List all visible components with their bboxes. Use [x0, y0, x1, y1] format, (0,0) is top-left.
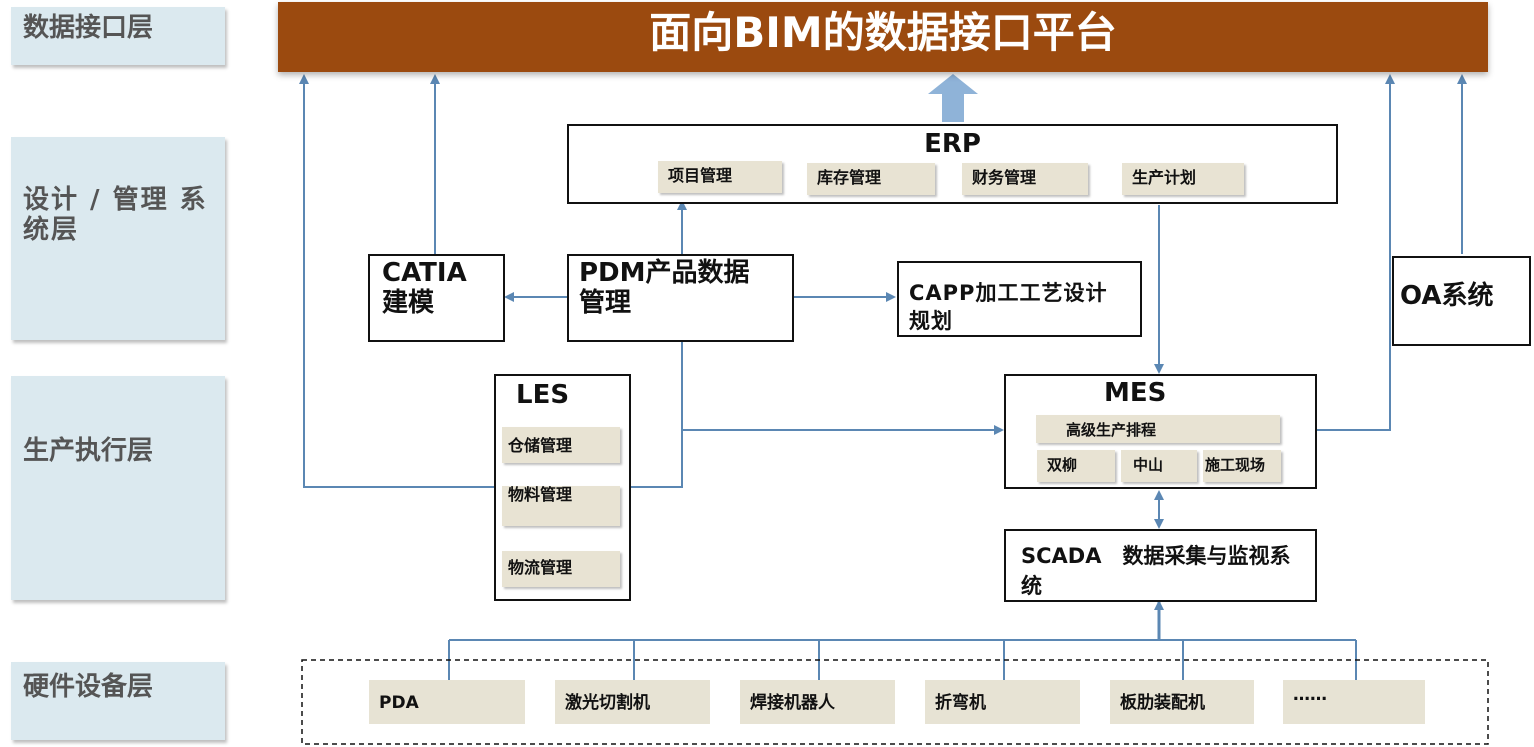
bim-platform-title: 面向BIM的数据接口平台 [649, 8, 1117, 57]
les-module-material: 物料管理 [502, 486, 620, 526]
mes-site-zhongshan: 中山 [1121, 450, 1197, 482]
layer-data-interface-label: 数据接口层 [23, 13, 154, 43]
layer-design-management: 设计 / 管理 系 统层 [11, 137, 225, 340]
oa-title: OA系统 [1400, 281, 1494, 311]
les-module-warehouse: 仓储管理 [502, 427, 620, 463]
les-title: LES [516, 380, 570, 410]
layer-design-management-label: 设计 / 管理 系 统层 [23, 185, 208, 245]
layer-hardware: 硬件设备层 [11, 662, 225, 740]
device-welding-robot: 焊接机器人 [740, 680, 895, 724]
hardware-container [301, 659, 1489, 745]
catia-box: CATIA 建模 [368, 254, 505, 342]
pdm-to-mes-line [681, 342, 1004, 435]
erp-module-finance: 财务管理 [962, 163, 1088, 195]
device-rib-assembler: 板肋装配机 [1110, 680, 1254, 724]
bim-platform-banner: 面向BIM的数据接口平台 [278, 2, 1488, 72]
erp-module-inventory: 库存管理 [807, 163, 935, 195]
mes-title: MES [1104, 378, 1167, 408]
device-bending-machine: 折弯机 [925, 680, 1080, 724]
erp-to-platform-arrow [928, 74, 978, 122]
catia-title: CATIA 建模 [382, 258, 467, 318]
erp-module-production-plan: 生产计划 [1122, 163, 1244, 195]
les-module-logistics: 物流管理 [502, 551, 620, 587]
mes-to-platform-line [1316, 74, 1395, 431]
layer-data-interface: 数据接口层 [11, 7, 225, 65]
layer-production-label: 生产执行层 [23, 436, 154, 466]
device-pda: PDA [369, 680, 525, 724]
device-more: …… [1283, 680, 1425, 724]
pdm-title: PDM产品数据 管理 [579, 258, 750, 318]
les-to-mes-line [630, 430, 683, 488]
capp-box: CAPP加工工艺设计 规划 [897, 261, 1142, 337]
mes-advanced-scheduling: 高级生产排程 [1036, 415, 1280, 443]
layer-hardware-label: 硬件设备层 [23, 672, 154, 702]
les-to-platform-line [299, 74, 496, 488]
mes-site-construction: 施工现场 [1203, 450, 1281, 482]
erp-title: ERP [924, 129, 981, 159]
pdm-box: PDM产品数据 管理 [567, 254, 794, 342]
layer-production: 生产执行层 [11, 376, 225, 600]
oa-box: OA系统 [1392, 256, 1531, 346]
scada-title: SCADA 数据采集与监视系 统 [1021, 544, 1291, 598]
device-laser-cutter: 激光切割机 [555, 680, 710, 724]
erp-module-project: 项目管理 [658, 161, 782, 193]
mes-site-shuangliu: 双柳 [1037, 450, 1115, 482]
capp-title: CAPP加工工艺设计 规划 [909, 281, 1108, 333]
scada-box: SCADA 数据采集与监视系 统 [1004, 529, 1317, 602]
